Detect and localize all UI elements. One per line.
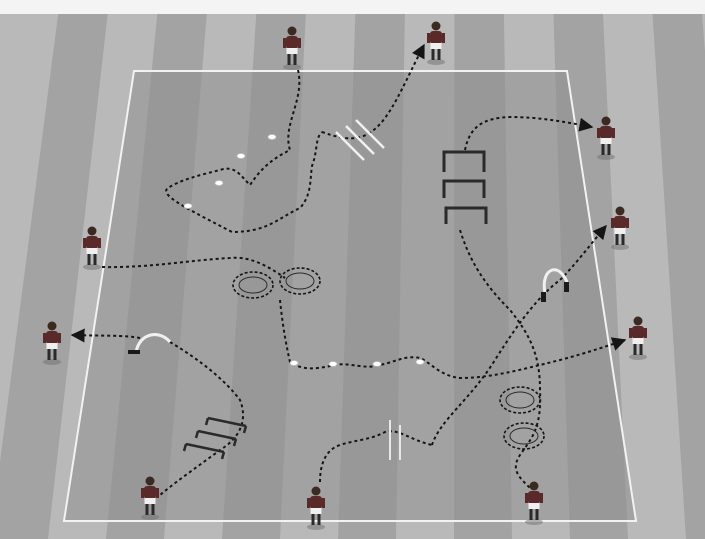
top-edge <box>0 0 705 14</box>
cone <box>290 361 298 366</box>
cone <box>184 204 192 209</box>
cone <box>373 362 381 367</box>
cone <box>237 154 245 159</box>
cone <box>268 135 276 140</box>
hurdle-foot <box>128 350 140 354</box>
cone <box>329 362 337 367</box>
hurdle-foot <box>564 282 569 292</box>
cone <box>416 360 424 365</box>
cone <box>215 181 223 186</box>
hurdle-foot <box>541 292 546 302</box>
training-area <box>64 71 636 521</box>
